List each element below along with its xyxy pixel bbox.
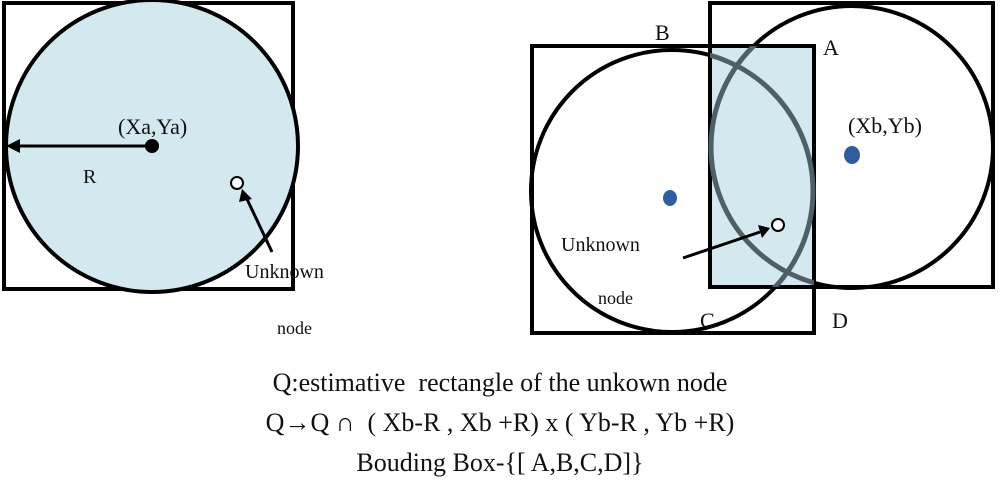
anchor-node-a xyxy=(145,139,159,153)
unknown-pointer-left-head xyxy=(239,189,252,202)
anchor-node-a-right xyxy=(844,146,860,164)
caption-line-1: Q:estimative rectangle of the unkown nod… xyxy=(272,368,728,397)
range-circle-b-overlap xyxy=(710,52,816,287)
radius-arrowhead xyxy=(6,139,20,153)
center-label-b: (Xb,Yb) xyxy=(848,113,922,138)
corner-label-b: B xyxy=(655,20,670,45)
left-figure: (Xa,Ya) R Unknown node xyxy=(2,0,324,338)
unknown-pointer-right-head xyxy=(758,225,770,238)
radius-label: R xyxy=(83,166,97,188)
corner-label-a: A xyxy=(823,35,839,60)
unknown-label-left-1: Unknown xyxy=(245,261,324,283)
unknown-label-right-1: Unknown xyxy=(561,234,640,256)
caption-line-3: Bouding Box-{[ A,B,C,D]} xyxy=(356,448,644,477)
unknown-node-left xyxy=(230,176,244,190)
range-circle-a-overlap xyxy=(708,46,814,286)
unknown-pointer-left xyxy=(244,196,274,253)
center-label-a: (Xa,Ya) xyxy=(118,114,187,139)
unknown-node-right xyxy=(771,218,785,232)
right-figure: B A (Xb,Yb) Unknown node C D xyxy=(529,1,995,335)
corner-label-c: C xyxy=(700,308,715,333)
unknown-pointer-right xyxy=(682,230,761,260)
caption-line-2: Q→Q ∩ ( Xb-R , Xb +R) x ( Yb-R , Yb +R) xyxy=(265,408,735,437)
unknown-label-left-2: node xyxy=(277,318,312,338)
anchor-node-b xyxy=(663,190,677,206)
unknown-label-right-2: node xyxy=(598,288,633,308)
corner-label-d: D xyxy=(832,308,848,333)
